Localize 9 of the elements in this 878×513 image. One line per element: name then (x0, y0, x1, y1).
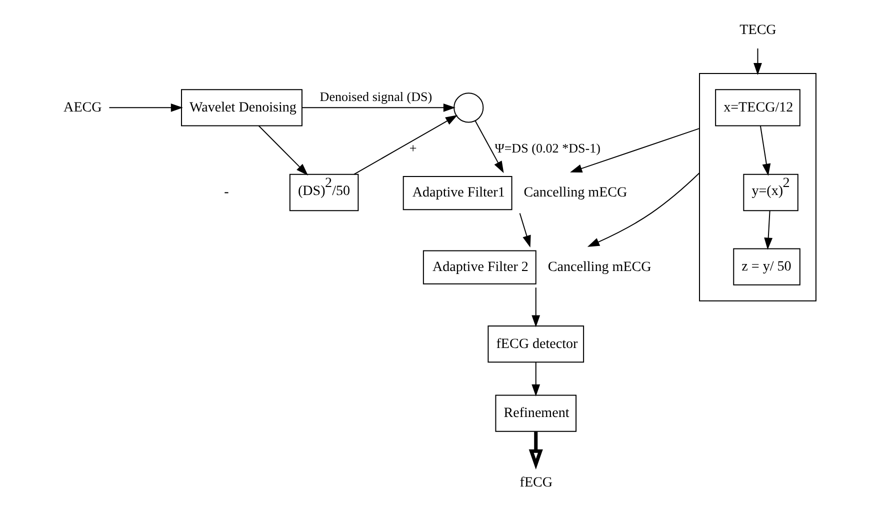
node-label: Cancelling mECG (523, 184, 627, 201)
node-text: fECG (519, 474, 552, 490)
node-text: TECG (739, 22, 776, 38)
node-text: AECG (63, 99, 102, 116)
label: - (224, 184, 228, 200)
edge-label: Ψ=DS (0.02 *DS-1) (494, 140, 600, 156)
node-label: Cancelling mECG (547, 259, 651, 276)
edge-label: Denoised signal (DS) (319, 89, 432, 104)
edge-label: + (408, 140, 416, 156)
